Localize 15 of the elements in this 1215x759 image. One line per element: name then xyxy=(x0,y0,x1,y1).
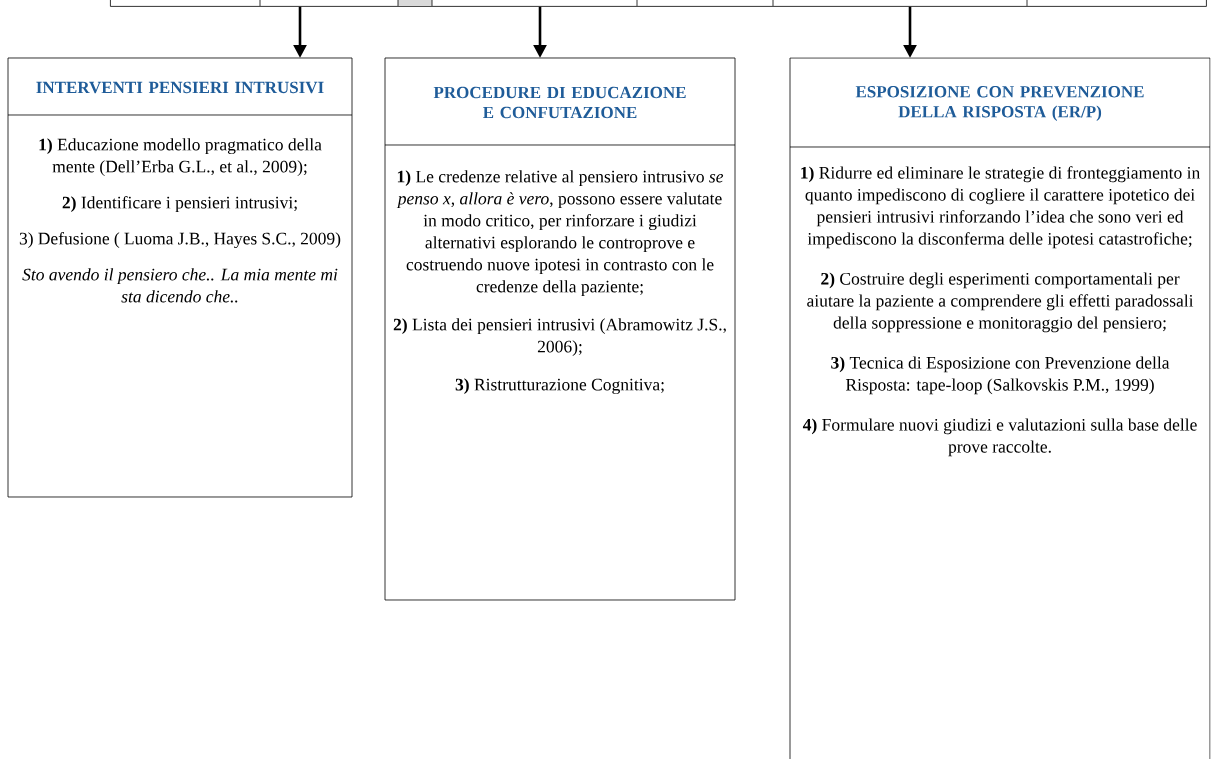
list-item: 3) Defusione ( Luoma J.B., Hayes S.C., 2009) xyxy=(19,232,341,249)
box-heading: PROCEDURE DI EDUCAZIONE E CONFUTAZIONE xyxy=(433,86,686,119)
list-item: 1) Le credenze relative al pensiero intrusivo se penso x, allora è vero, possono essere valutate in modo critico, per rinforzare i giudizi alternativi esplorando le controprove e costruendo nuove ipotesi in contrasto con le credenze della paziente; xyxy=(396,170,724,297)
box-heading: ESPOSIZIONE CON PREVENZIONE DELLA RISPOSTA (ER/P) xyxy=(855,86,1144,121)
list-item: 1) Ridurre ed eliminare le strategie di fronteggiamento in quanto impediscono di cogliere il carattere ipotetico dei pensieri intrusivi rinforzando l’idea che sono veri ed impediscono la disconferma delle ipotesi catastrofiche; xyxy=(801,166,1200,249)
box-heading: INTERVENTI PENSIERI INTRUSIVI xyxy=(36,81,324,94)
list-item: Sto avendo il pensiero che.. La mia mente mi sta dicendo che.. xyxy=(22,268,338,303)
list-item: 2) Identificare i pensieri intrusivi; xyxy=(62,196,297,213)
list-item: 3) Tecnica di Esposizione con Prevenzione della Risposta: tape-loop (Salkovskis P.M., 1999) xyxy=(831,356,1170,395)
list-item: 3) Ristrutturazione Cognitiva; xyxy=(455,378,664,395)
table-row xyxy=(110,0,1207,7)
list-item: 2) Costruire degli esperimenti comportamentali per aiutare la paziente a comprendere gli effetti paradossali della soppressione e monitoraggio del pensiero; xyxy=(807,272,1194,333)
list-item: 2) Lista dei pensieri intrusivi (Abramowitz J.S., 2006); xyxy=(393,318,726,357)
list-item: 1) Educazione modello pragmatico della mente (Dell’Erba G.L., et al., 2009); xyxy=(39,138,322,177)
list-item: 4) Formulare nuovi giudizi e valutazioni sulla base delle prove raccolte. xyxy=(802,418,1197,457)
